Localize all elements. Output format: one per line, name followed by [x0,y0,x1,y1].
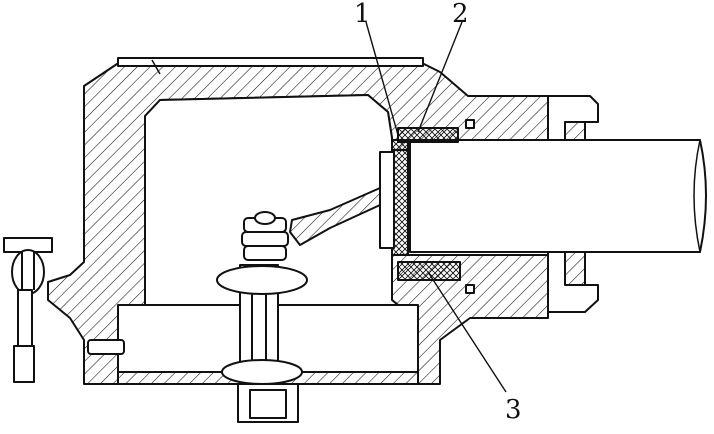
leader-2 [417,21,463,133]
seal-face [379,151,395,249]
callout-1: 1 [354,0,371,29]
callout-2: 2 [452,0,469,29]
leader-1 [365,21,399,136]
bleed-screw-stem [17,289,33,347]
top-cover [117,57,424,67]
nut-middle [241,231,289,247]
insulator-top [216,265,308,295]
leader-3 [427,271,507,393]
shaft [409,139,707,253]
seal-lower [397,261,461,281]
insulator-bottom [221,359,303,385]
callout-3: 3 [505,395,522,425]
leader-lines [365,21,507,393]
nut-lower [243,245,287,261]
lead-wire [289,187,381,246]
